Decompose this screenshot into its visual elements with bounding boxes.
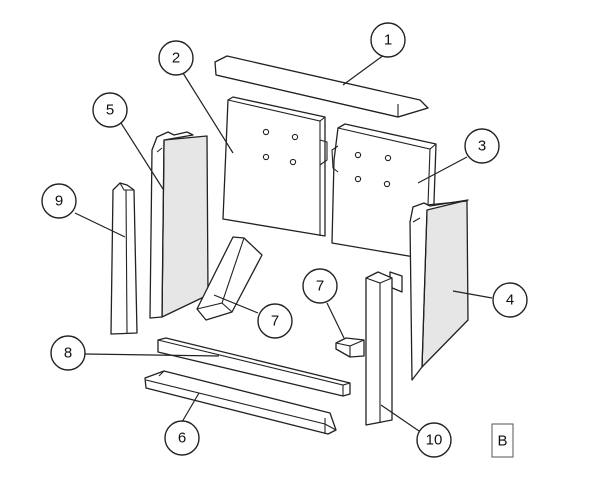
callout-1: 1	[370, 22, 406, 58]
svg-text:9: 9	[55, 193, 63, 210]
callout-7-right: 7	[302, 268, 338, 304]
svg-text:10: 10	[426, 432, 443, 449]
svg-text:4: 4	[506, 292, 514, 309]
part-1-top-baffle	[214, 55, 429, 118]
part-10-right-front-post	[365, 271, 393, 426]
svg-text:6: 6	[178, 430, 186, 447]
svg-text:7: 7	[316, 278, 324, 295]
svg-text:3: 3	[478, 138, 486, 155]
part-2-rear-left-brick	[222, 96, 328, 237]
part-7-floor-brick-center	[196, 236, 263, 321]
part-7-floor-brick-right	[335, 271, 403, 358]
leader-lines	[74, 51, 493, 432]
callout-3: 3	[464, 128, 500, 164]
part-4-right-side-brick	[409, 199, 469, 381]
svg-text:2: 2	[172, 50, 180, 67]
callout-9: 9	[41, 183, 77, 219]
callout-10: 10	[416, 422, 452, 458]
part-6-front-grate-bar	[144, 370, 337, 435]
part-8-front-sill	[157, 337, 351, 397]
svg-text:1: 1	[384, 32, 392, 49]
callout-4: 4	[492, 282, 528, 318]
callout-2: 2	[158, 40, 194, 76]
svg-text:8: 8	[64, 345, 72, 362]
callout-6: 6	[164, 420, 200, 456]
variant-label: B	[491, 423, 514, 458]
svg-text:B: B	[497, 433, 507, 450]
callout-7-center: 7	[257, 303, 293, 339]
svg-text:7: 7	[271, 313, 279, 330]
svg-text:5: 5	[106, 102, 114, 119]
part-9-left-front-post	[110, 182, 138, 335]
callout-8: 8	[50, 335, 86, 371]
part-5-left-side-brick	[149, 131, 209, 319]
callout-5: 5	[92, 92, 128, 128]
